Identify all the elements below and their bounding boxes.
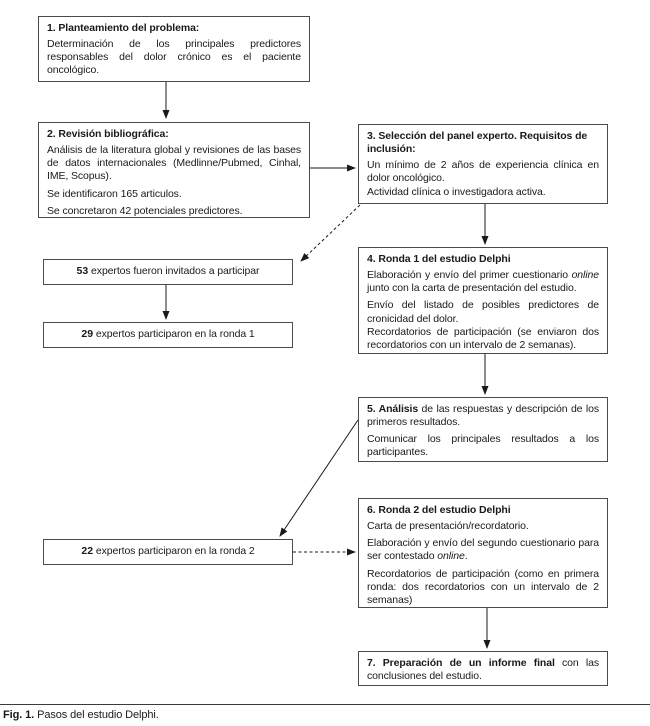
box-7-paragraph: 7. Preparación de un informe final con l… (367, 657, 599, 683)
box-4-paragraph: Elaboración y envío del primer cuestiona… (367, 269, 599, 295)
box-2-paragraph: Se identificaron 165 articulos. (47, 187, 182, 200)
box-4-ronda1-delphi: 4. Ronda 1 del estudio Delphi Elaboració… (358, 247, 608, 354)
box-1-planteamiento: 1. Planteamiento del problema: Determina… (38, 16, 310, 82)
box-2-title: 2. Revisión bibliográfica: (47, 128, 169, 140)
figure-caption-label: Fig. 1. (3, 709, 35, 721)
box-4-paragraph: Recordatorios de participación (se envia… (367, 325, 599, 351)
box-3-seleccion-panel: 3. Selección del panel experto. Requisit… (358, 124, 608, 204)
figure-caption-text: Pasos del estudio Delphi. (37, 709, 159, 721)
box-2-paragraph: Se concretaron 42 potenciales predictore… (47, 204, 243, 217)
box-29-label: 29 expertos participaron en la ronda 1 (81, 328, 255, 341)
box-4-paragraph: Envío del listado de posibles predictore… (367, 299, 599, 325)
box-3-paragraph: Un mínimo de 2 años de experiencia clíni… (367, 159, 599, 185)
box-7-lead: 7. Preparación de un informe final (367, 657, 555, 669)
connector-box5-box22 (279, 419, 359, 537)
box-5-paragraph: Comunicar los principales resultados a l… (367, 433, 599, 459)
italic-online: online (437, 550, 465, 563)
box-3-title: 3. Selección del panel experto. Requisit… (367, 130, 588, 156)
box-7-informe-final: 7. Preparación de un informe final con l… (358, 651, 608, 686)
box-5-analisis: 5. Análisis de las respuestas y descripc… (358, 397, 608, 462)
box-6-paragraph: Carta de presentación/recordatorio. (367, 520, 529, 533)
box-6-ronda2-delphi: 6. Ronda 2 del estudio Delphi Carta de p… (358, 498, 608, 608)
box-6-paragraph: Elaboración y envío del segundo cuestion… (367, 537, 599, 563)
box-2-paragraph: Análisis de la literatura global y revis… (47, 144, 301, 183)
box-2-revision: 2. Revisión bibliográfica: Análisis de l… (38, 122, 310, 218)
box-53-invitados: 53 expertos fueron invitados a participa… (43, 259, 293, 285)
caption-divider (0, 704, 650, 705)
figure-caption: Fig. 1.Pasos del estudio Delphi. (3, 709, 159, 721)
box-5-paragraph: 5. Análisis de las respuestas y descripc… (367, 403, 599, 429)
box-22-ronda2: 22 expertos participaron en la ronda 2 (43, 539, 293, 565)
box-53-label: 53 expertos fueron invitados a participa… (76, 265, 260, 278)
italic-online: online (571, 269, 600, 282)
box-5-lead: 5. Análisis (367, 403, 419, 415)
box-4-title: 4. Ronda 1 del estudio Delphi (367, 253, 511, 265)
box-1-paragraph: Determinación de los principales predict… (47, 38, 301, 77)
box-1-title: 1. Planteamiento del problema: (47, 22, 200, 34)
box-22-label: 22 expertos participaron en la ronda 2 (81, 545, 255, 558)
box-29-ronda1: 29 expertos participaron en la ronda 1 (43, 322, 293, 348)
box-3-paragraph: Actividad clínica o investigadora activa… (367, 185, 546, 198)
box-6-paragraph: Recordatorios de participación (como en … (367, 567, 599, 606)
box-6-title: 6. Ronda 2 del estudio Delphi (367, 504, 511, 516)
